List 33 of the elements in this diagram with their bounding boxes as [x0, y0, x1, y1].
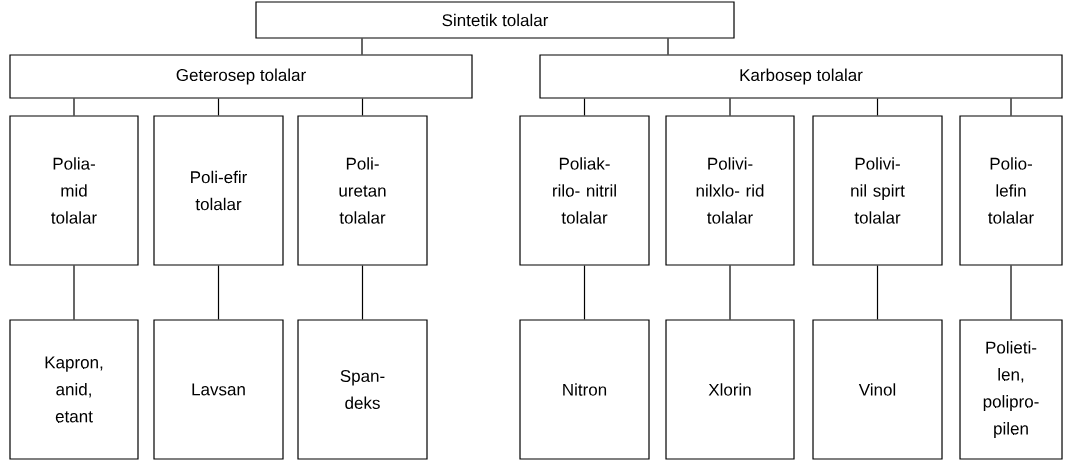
fiber-group-box: Polivi- nilxlo- rid tolalar — [665, 115, 795, 266]
connector-line — [583, 98, 586, 116]
fiber-group-box: Polivi- nil spirt tolalar — [812, 115, 943, 266]
fiber-group-box: Polia- mid tolalar — [9, 115, 139, 266]
fiber-example-box: Polieti- len, polipro- pilen — [959, 319, 1063, 460]
connector-line — [1010, 265, 1012, 320]
connector-line — [876, 98, 879, 116]
connector-line — [217, 98, 220, 116]
connector-line — [667, 38, 669, 55]
fiber-group-box: Poli- uretan tolalar — [297, 115, 428, 266]
connector-line — [361, 98, 364, 116]
connector-line — [73, 98, 75, 116]
connector-line — [583, 265, 586, 320]
fiber-group-box: Poliak- rilo- nitril tolalar — [519, 115, 650, 266]
connector-line — [73, 265, 75, 320]
fiber-group-box: Polio- lefin tolalar — [959, 115, 1063, 266]
connector-line — [361, 38, 363, 55]
connector-line — [729, 98, 731, 116]
fiber-example-box: Nitron — [519, 319, 650, 460]
category-box: Karbosep tolalar — [539, 54, 1063, 99]
connector-line — [729, 265, 731, 320]
fiber-example-box: Vinol — [812, 319, 943, 460]
connector-line — [1010, 98, 1012, 116]
category-box: Geterosep tolalar — [9, 54, 473, 99]
connector-line — [361, 265, 364, 320]
fiber-example-box: Xlorin — [665, 319, 795, 460]
connector-line — [876, 265, 879, 320]
fiber-group-box: Poli-efir tolalar — [153, 115, 284, 266]
connector-line — [217, 265, 220, 320]
fiber-example-box: Lavsan — [153, 319, 284, 460]
fiber-example-box: Span- deks — [297, 319, 428, 460]
root-box: Sintetik tolalar — [255, 1, 735, 39]
fiber-example-box: Kapron, anid, etant — [9, 319, 139, 460]
